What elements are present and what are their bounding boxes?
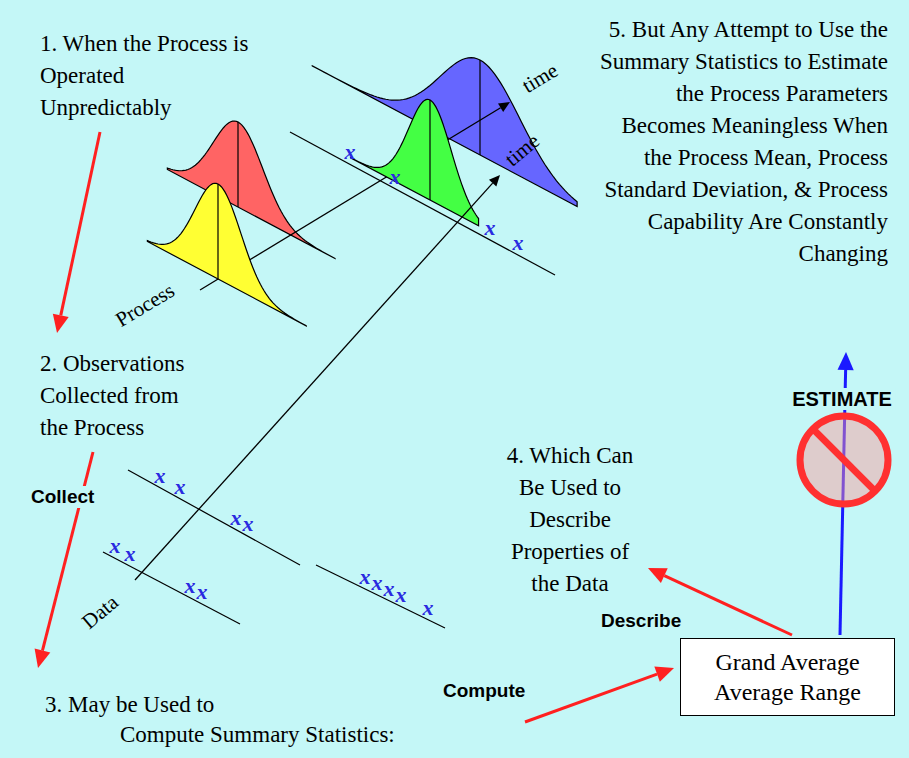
data-point: x [243, 513, 254, 535]
statistic-name: Grand Average [715, 647, 859, 677]
distribution-curve [351, 99, 479, 225]
prohibition-sign [800, 416, 888, 504]
statistics-box: Grand AverageAverage Range [680, 638, 895, 716]
data-point: x [175, 476, 186, 498]
axis-label: time [518, 58, 562, 98]
flow-arrow [525, 674, 657, 722]
arrow-label: ESTIMATE [789, 388, 895, 410]
data-point: x [155, 465, 166, 487]
sample-line [316, 565, 445, 628]
axis-label: time [500, 129, 544, 171]
statistic-name: Average Range [714, 677, 861, 707]
data-point: x [110, 535, 121, 557]
mean-line [237, 122, 238, 207]
data-point: x [396, 584, 407, 606]
time-axis [135, 183, 493, 580]
time-axis-head [498, 102, 510, 112]
sample-line [128, 470, 300, 565]
data-point: x [185, 575, 196, 597]
data-point: x [423, 597, 434, 619]
data-point: x [372, 572, 383, 594]
data-point: x [345, 141, 356, 163]
data-point: x [197, 581, 208, 603]
flow-arrow-head [648, 568, 668, 583]
mean-line [217, 184, 218, 279]
sample-line [103, 552, 240, 624]
data-point: x [485, 217, 496, 239]
step-text: 1. When the Process is Operated Unpredic… [40, 28, 258, 124]
data-point: x [360, 566, 371, 588]
flow-arrow [61, 132, 100, 315]
prohibition-slash [813, 429, 875, 491]
data-point: x [390, 166, 401, 188]
arrow-label: Describe [598, 610, 684, 632]
step-text: 2. Observations Collected from the Proce… [40, 348, 208, 444]
distribution-curve [147, 183, 306, 326]
step-text: 3. May be Used to Compute Summary Statis… [45, 690, 445, 750]
estimate-arrow-head [838, 352, 854, 370]
data-point: x [384, 578, 395, 600]
data-point: x [513, 232, 524, 254]
arrow-label: Collect [28, 486, 97, 508]
arrow-label: Compute [440, 680, 528, 702]
mean-line [429, 100, 430, 200]
step-text: 5. But Any Attempt to Use the Summary St… [588, 14, 888, 270]
time-axis-head [489, 175, 500, 186]
data-point: x [125, 543, 136, 565]
step-text: 4. Which Can Be Used to Describe Propert… [500, 440, 640, 600]
mean-line [479, 60, 480, 155]
flow-arrow-head [35, 649, 51, 668]
axis-label: Data [77, 590, 123, 634]
flow-arrow-head [53, 314, 69, 333]
flow-arrow-head [654, 667, 674, 682]
axis-label: Process [111, 278, 178, 332]
data-point: x [231, 507, 242, 529]
